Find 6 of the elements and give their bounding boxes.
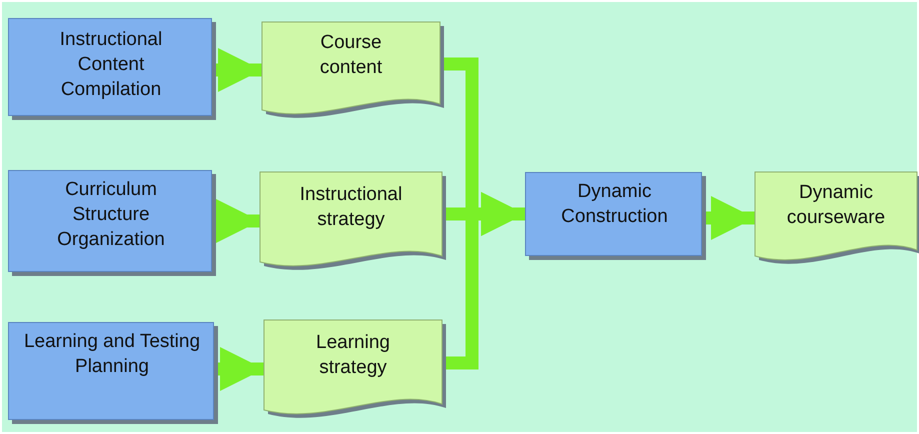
node-label: Dynamic courseware (786, 181, 886, 230)
document-shape (755, 172, 917, 264)
node-label: Learning and Testing Planning (22, 330, 202, 379)
node-label: Curriculum Structure Organization (56, 178, 166, 252)
node-label: Dynamic Construction (560, 180, 669, 229)
node-label: Instructional Content Compilation (58, 28, 164, 102)
